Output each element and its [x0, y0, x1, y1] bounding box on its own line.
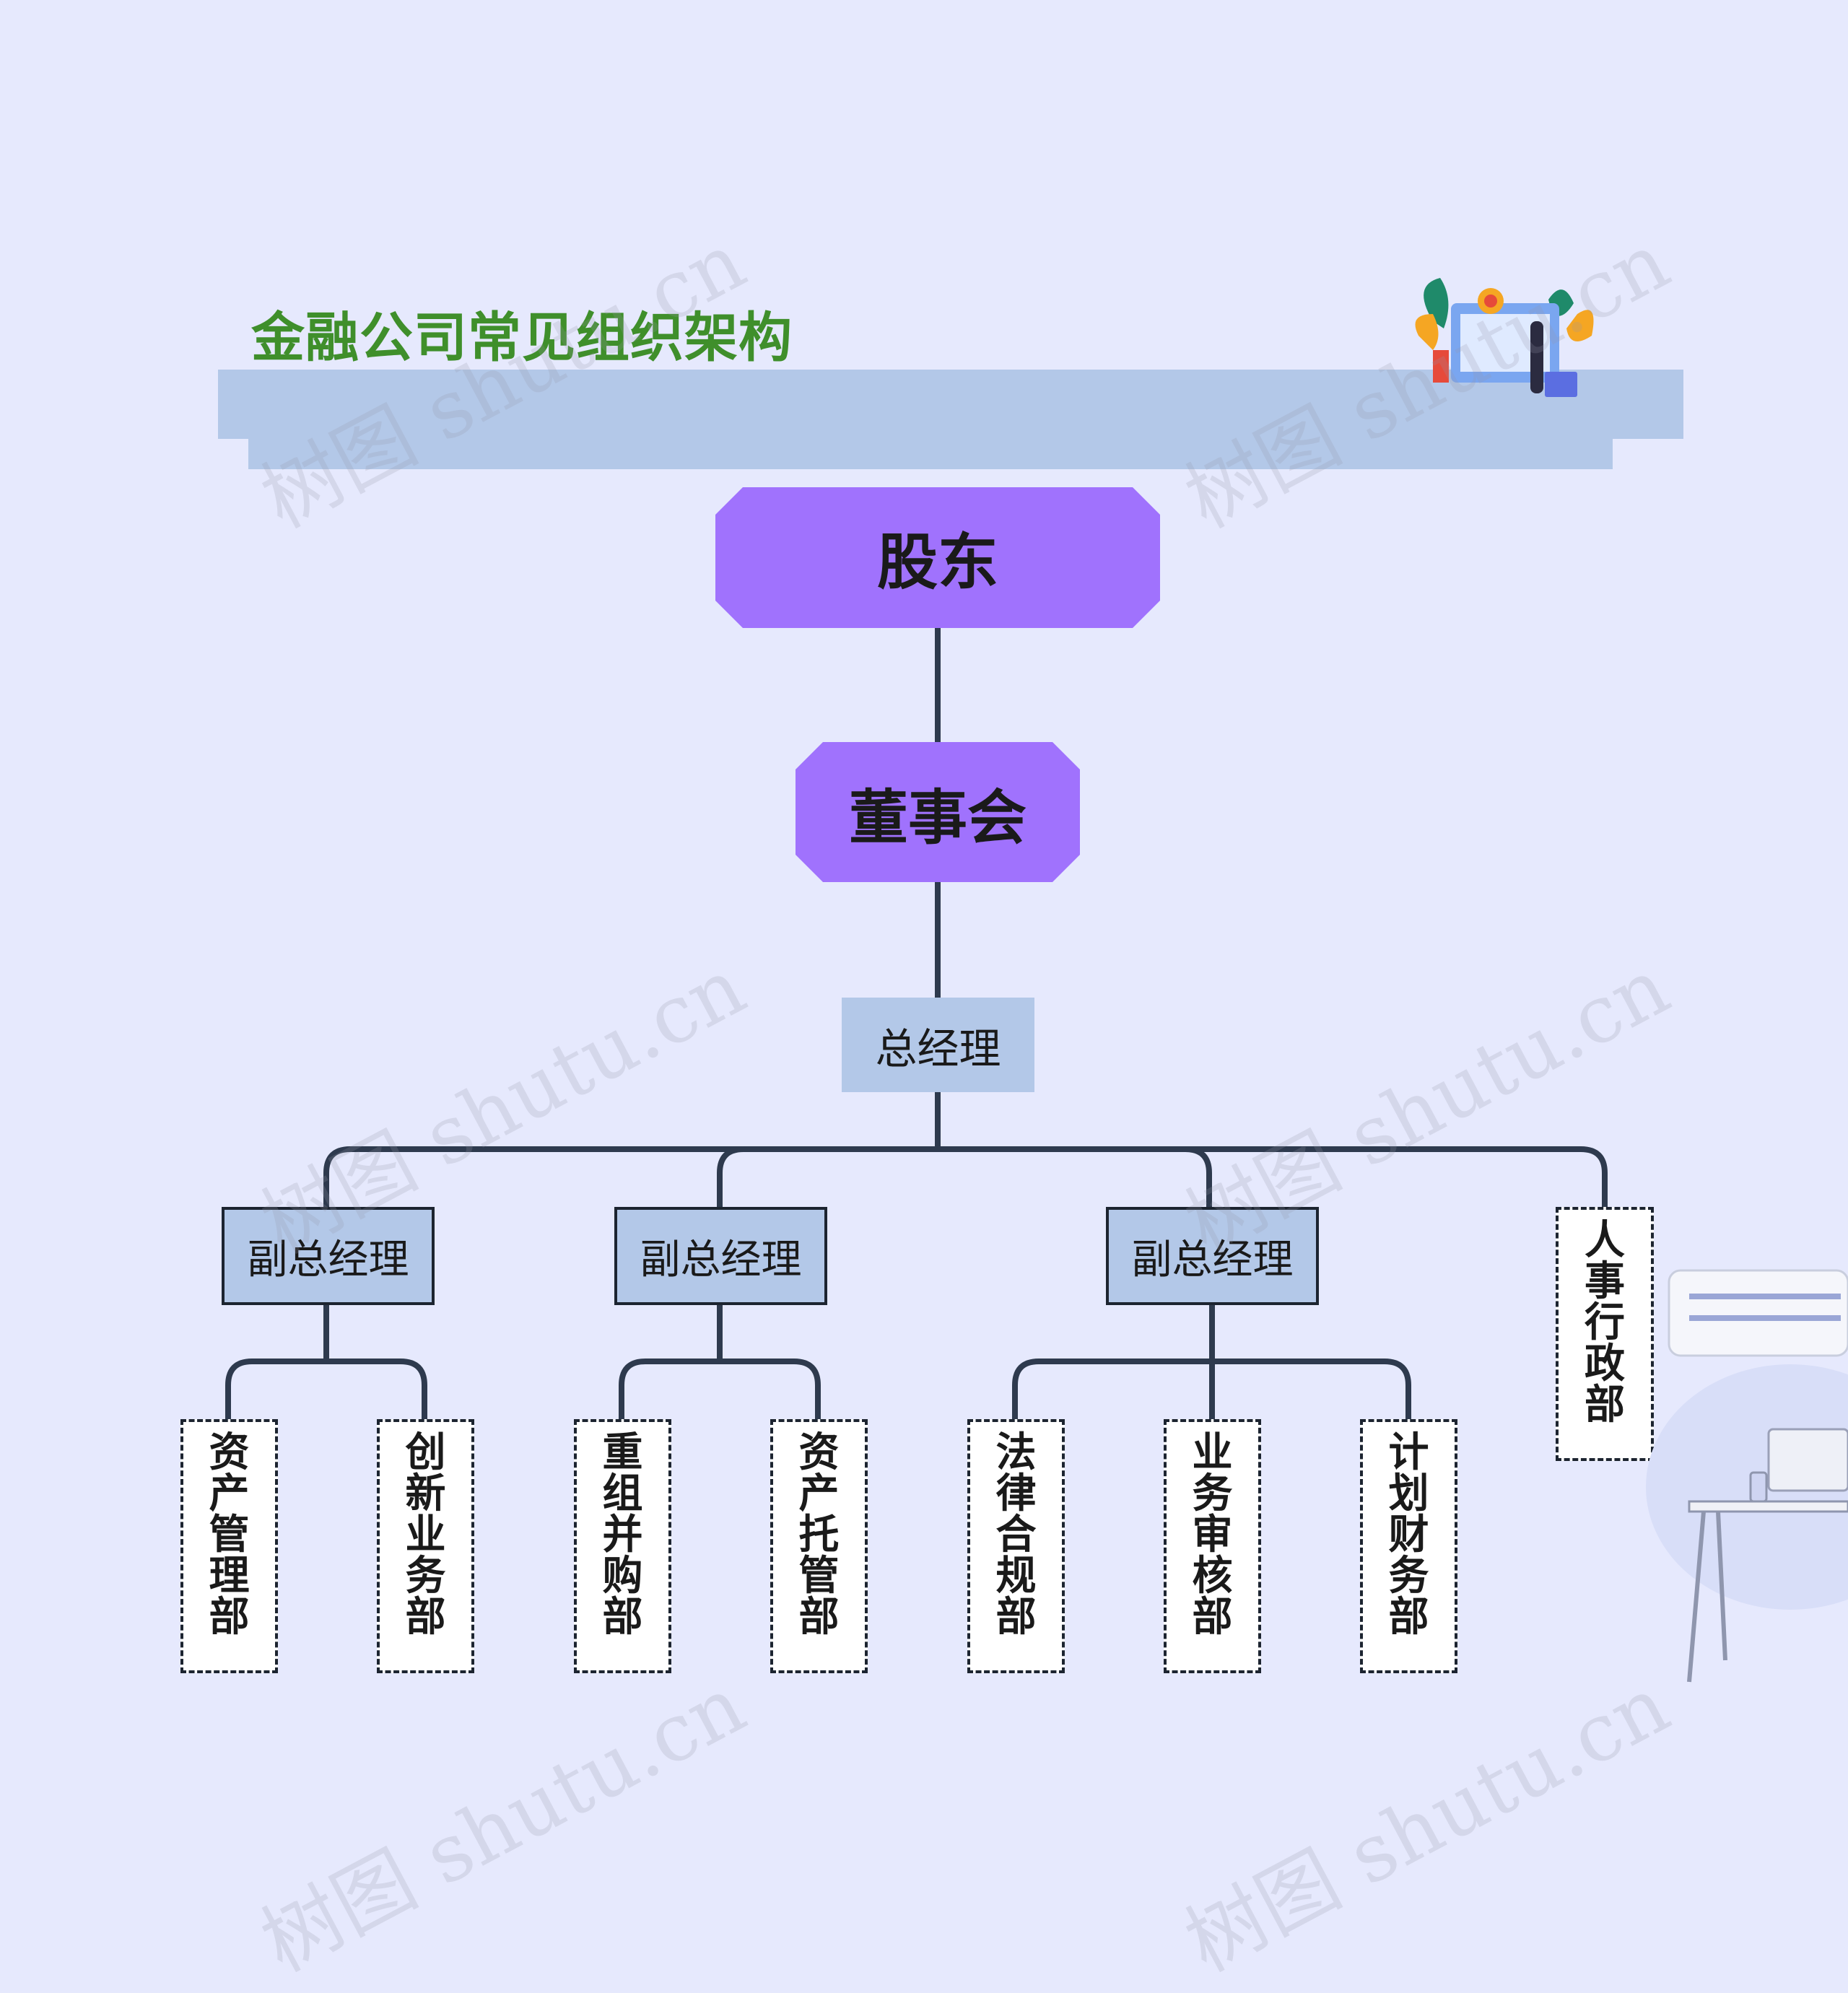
- node-innovation-business[interactable]: 创新业务部: [377, 1419, 474, 1673]
- connector-vp1-depts: [225, 1359, 427, 1422]
- laptop-icon: [1767, 1428, 1848, 1492]
- node-vp-3[interactable]: 副总经理: [1106, 1207, 1319, 1305]
- node-restructuring-ma[interactable]: 重组并购部: [574, 1419, 671, 1673]
- target-center-icon: [1484, 295, 1497, 308]
- node-board[interactable]: 董事会: [796, 742, 1080, 882]
- org-chart: 金融公司常见组织架构 股东 董事会 总经理 副总经理 副总经理 副总经理 人事行…: [180, 215, 1848, 1989]
- node-business-audit[interactable]: 业务审核部: [1164, 1419, 1261, 1673]
- node-planning-finance[interactable]: 计划财务部: [1360, 1419, 1457, 1673]
- node-vp-1[interactable]: 副总经理: [222, 1207, 435, 1305]
- plant-leaf-icon: [1566, 310, 1594, 341]
- desk-icon: [1688, 1500, 1848, 1513]
- node-innovation-business-label: 创新业务部: [405, 1429, 446, 1641]
- connector-vp3-depts: [1012, 1359, 1411, 1422]
- plant-leaf-icon: [1424, 278, 1449, 328]
- desk-leg-icon: [1687, 1511, 1706, 1683]
- desk-leg-icon: [1716, 1511, 1727, 1661]
- node-shareholders[interactable]: 股东: [715, 487, 1160, 628]
- cup-icon: [1749, 1471, 1768, 1503]
- connector-vp2: [717, 1146, 746, 1210]
- title-banner-shadow: [248, 400, 1613, 469]
- node-hr-admin[interactable]: 人事行政部: [1556, 1207, 1654, 1461]
- node-legal-compliance-label: 法律合规部: [995, 1429, 1037, 1641]
- team-illustration: [1415, 278, 1594, 397]
- node-planning-finance-label: 计划财务部: [1388, 1429, 1429, 1641]
- node-general-manager[interactable]: 总经理: [842, 998, 1034, 1092]
- person-standing-icon: [1530, 321, 1543, 393]
- desk-illustration: [1646, 1269, 1848, 1683]
- node-asset-management-label: 资产管理部: [209, 1429, 250, 1641]
- connector-lines: [225, 625, 1608, 1422]
- connector-gm-branches: [323, 1146, 1608, 1210]
- node-vp-2[interactable]: 副总经理: [614, 1207, 827, 1305]
- node-asset-management[interactable]: 资产管理部: [180, 1419, 278, 1673]
- connector-vp2-depts: [619, 1359, 821, 1422]
- node-business-audit-label: 业务审核部: [1192, 1429, 1233, 1641]
- node-restructuring-ma-label: 重组并购部: [602, 1429, 643, 1641]
- chart-card-icon: [1545, 372, 1577, 397]
- node-hr-admin-label: 人事行政部: [1585, 1217, 1625, 1429]
- background-blob: [1646, 1364, 1848, 1610]
- person-sitting-icon: [1433, 350, 1449, 383]
- connector-vp3: [1182, 1146, 1212, 1210]
- node-asset-custody-label: 资产托管部: [798, 1429, 840, 1641]
- plant-leaf-icon: [1415, 314, 1439, 350]
- page-title: 金融公司常见组织架构: [251, 307, 793, 369]
- chat-bubble-icon: [1668, 1269, 1848, 1357]
- node-legal-compliance[interactable]: 法律合规部: [967, 1419, 1065, 1673]
- node-asset-custody[interactable]: 资产托管部: [770, 1419, 868, 1673]
